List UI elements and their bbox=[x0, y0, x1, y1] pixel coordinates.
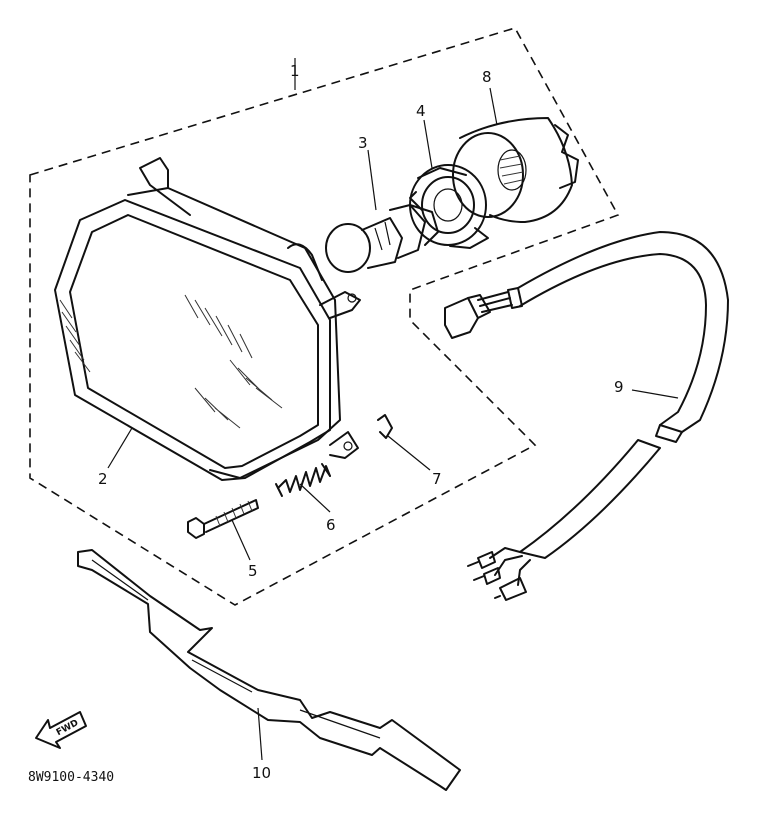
label-part-10: 10 bbox=[252, 764, 271, 782]
label-part-6: 6 bbox=[326, 516, 336, 534]
label-part-3: 3 bbox=[358, 134, 368, 152]
cord-harness bbox=[467, 231, 729, 601]
clip bbox=[377, 414, 393, 439]
leader-lines bbox=[107, 58, 679, 761]
drawing-code: 8W9100-4340 bbox=[28, 770, 114, 785]
label-part-5: 5 bbox=[248, 562, 258, 580]
lower-bracket bbox=[77, 549, 461, 791]
headlight-unit bbox=[54, 157, 361, 481]
spring bbox=[275, 463, 331, 497]
rubber-boot-cover bbox=[452, 117, 579, 223]
bulb-socket-cover bbox=[409, 164, 489, 249]
bolt bbox=[187, 499, 259, 539]
label-part-7: 7 bbox=[432, 470, 442, 488]
label-part-2: 2 bbox=[98, 470, 108, 488]
label-part-9: 9 bbox=[614, 378, 624, 396]
label-part-8: 8 bbox=[482, 68, 492, 86]
bulb bbox=[325, 204, 439, 273]
assembly-boundary-1 bbox=[29, 27, 620, 606]
connector bbox=[444, 287, 523, 339]
forward-arrow-icon: FWD bbox=[35, 711, 87, 749]
label-part-4: 4 bbox=[416, 102, 426, 120]
label-part-1: 1 bbox=[290, 62, 300, 80]
